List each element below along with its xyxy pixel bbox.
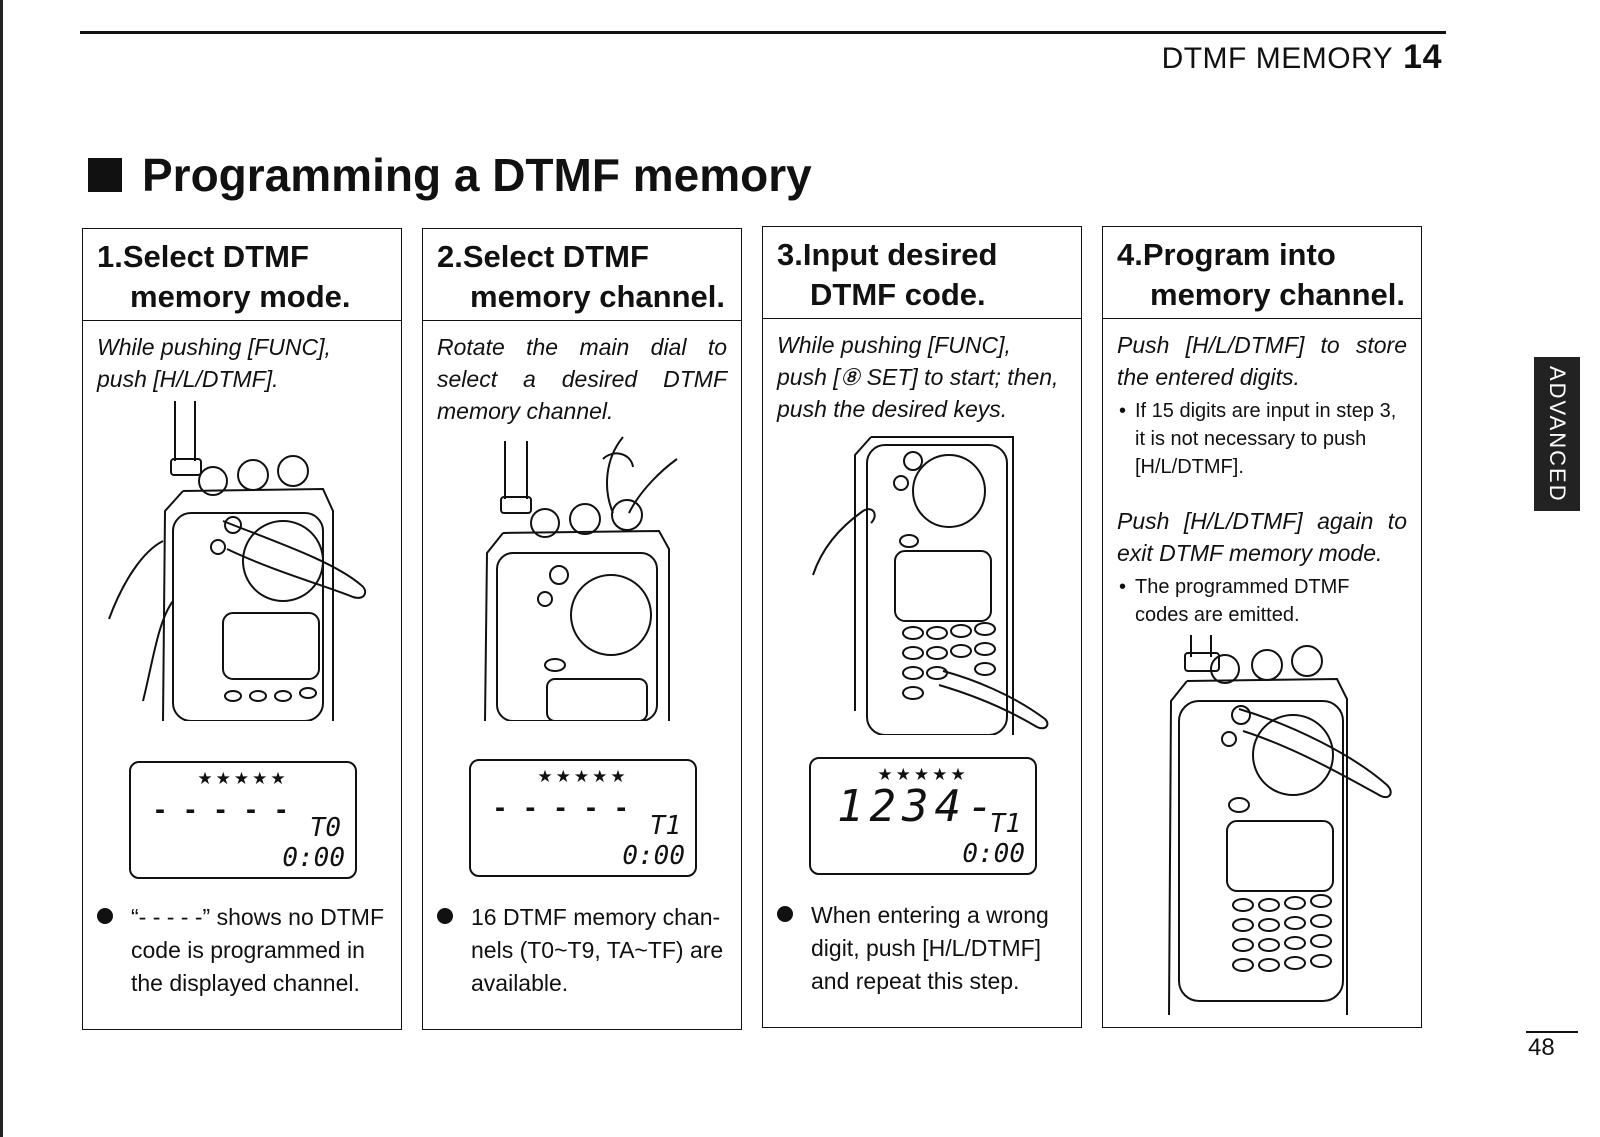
section-name: DTMF MEMORY [1161,42,1394,75]
step-4-bullets-2: The programmed DTMF codes are emitted. [1103,569,1421,629]
lcd-code: - - - - - [155,793,293,826]
step-4-heading: 4.Program into memory channel. [1103,227,1421,319]
step-3-title-line2: DTMF code. [810,277,986,312]
step-4-bullet-2: The programmed DTMF codes are emitted. [1117,573,1407,629]
step-1-box: 1.Select DTMF memory mode. While pushing… [82,228,402,1030]
section-title: Programming a DTMF memory [88,148,812,202]
step-2-heading: 2.Select DTMF memory channel. [423,229,741,321]
step-2-instruction: Rotate the main dial to select a desired… [437,334,727,424]
step-1-heading: 1.Select DTMF memory mode. [83,229,401,321]
page-number-rule [1526,1031,1578,1033]
step-4-bullet-1: If 15 digits are input in step 3, it is … [1117,397,1407,481]
page-edge-line [0,0,3,1137]
lcd-channel: T1 [649,811,681,841]
radio-illustration-icon [108,401,367,721]
lcd-channel: T0 [309,813,341,843]
bullet-icon [437,908,453,924]
step-4-bullets-1: If 15 digits are input in step 3, it is … [1103,393,1421,481]
step-2-note: 16 DTMF memory chan-nels (T0~T9, TA~TF) … [437,901,727,1000]
step-4-instruction: Push [H/L/DTMF] to store the entered dig… [1117,332,1407,390]
step-3-note: When entering a wrong digit, push [H/L/D… [777,899,1067,998]
lcd-code: 1234- [837,781,1000,832]
step-3-instruction: While pushing [FUNC], push [⑧ SET] to st… [777,332,1059,422]
lcd-display-3: ★★★★★ 1234- T1 0:00 [809,757,1037,875]
lcd-stars: ★★★★★ [877,765,969,784]
lcd-display-1: ★★★★★ - - - - - T0 0:00 [129,761,357,879]
radio-illustration-icon [812,436,1049,735]
step-4-box: 4.Program into memory channel. Push [H/L… [1102,226,1422,1028]
lcd-time: 0:00 [622,841,685,871]
step-3-box: 3.Input desired DTMF code. While pushing… [762,226,1082,1028]
step-2-title-line2: memory channel. [470,279,725,314]
step-3-title-line1: 3.Input desired [777,237,998,272]
step-3-heading: 3.Input desired DTMF code. [763,227,1081,319]
bullet-icon [777,906,793,922]
lcd-time: 0:00 [962,839,1025,869]
running-header: DTMF MEMORY 14 [1162,38,1442,77]
lcd-stars: ★★★★★ [197,769,289,788]
radio-illustration-icon [1168,635,1392,1015]
lcd-code: - - - - - [495,791,633,824]
step-1-instruction: While pushing [FUNC], push [H/L/DTMF]. [97,334,331,392]
step-3-note-text: When entering a wrong digit, push [H/L/D… [811,902,1049,994]
chapter-number: 14 [1403,38,1442,76]
lcd-stars: ★★★★★ [537,767,629,786]
step-1-title-line2: memory mode. [130,279,351,314]
section-title-text: Programming a DTMF memory [142,149,812,201]
lcd-time: 0:00 [282,843,345,873]
page-number: 48 [1528,1034,1555,1061]
step-4-title-line1: 4.Program into [1117,237,1336,272]
step-4-instruction-2: Push [H/L/DTMF] again to exit DTMF memor… [1117,508,1407,566]
advanced-side-tab: ADVANCED [1534,357,1580,511]
lcd-display-2: ★★★★★ - - - - - T1 0:00 [469,759,697,877]
header-rule [80,31,1446,34]
step-2-title-line1: 2.Select DTMF [437,239,649,274]
step-2-box: 2.Select DTMF memory channel. Rotate the… [422,228,742,1030]
step-4-title-line2: memory channel. [1150,277,1405,312]
square-bullet-icon [88,158,122,192]
lcd-channel: T1 [989,809,1021,839]
radio-illustration-icon [484,436,678,721]
step-1-note-text: “- - - - -” shows no DTMF code is progra… [131,904,384,996]
step-1-title-line1: 1.Select DTMF [97,239,309,274]
step-1-note: “- - - - -” shows no DTMF code is progra… [97,901,387,1000]
step-2-note-text: 16 DTMF memory chan-nels (T0~T9, TA~TF) … [471,904,724,996]
side-tab-label: ADVANCED [1545,365,1570,503]
bullet-icon [97,908,113,924]
